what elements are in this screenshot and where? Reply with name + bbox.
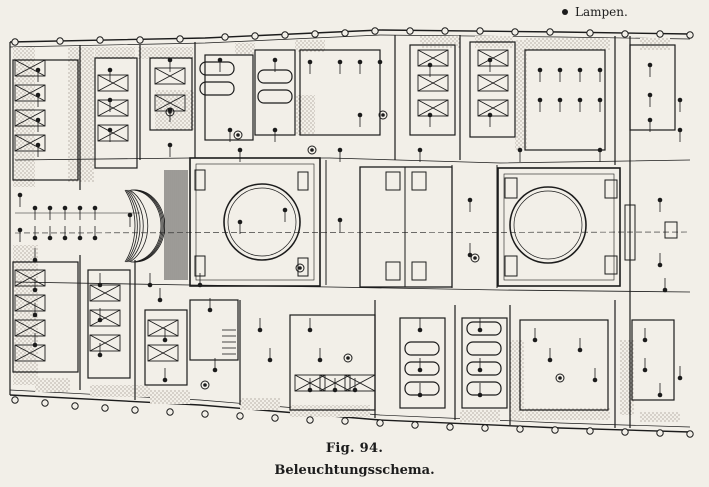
legend-label: Lampen. xyxy=(575,5,628,19)
legend: Lampen. xyxy=(562,5,628,19)
stippled-areas xyxy=(13,36,680,422)
lamp-symbol-icon xyxy=(562,9,568,15)
figure-number: Fig. 94. xyxy=(325,441,384,456)
wiring xyxy=(14,60,691,395)
central-halls xyxy=(189,157,678,288)
lamps xyxy=(17,57,683,398)
skylight-fore xyxy=(223,183,301,261)
hull-outline xyxy=(9,29,691,433)
staircase xyxy=(124,170,236,361)
skylight-aft xyxy=(509,186,587,264)
bathtubs xyxy=(199,61,502,396)
figure-title: Beleuchtungsschema. xyxy=(274,463,435,478)
room-walls xyxy=(12,35,676,428)
berths xyxy=(14,49,509,392)
portholes xyxy=(11,27,694,438)
